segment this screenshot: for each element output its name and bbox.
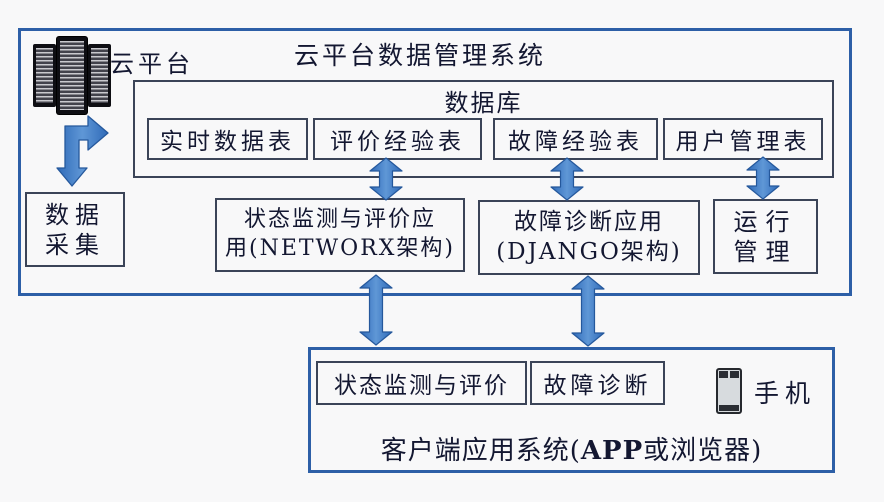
table-evaluation-experience: 评价经验表 <box>313 118 482 160</box>
fault-diagnosis-app-box: 故障诊断应用 (DJANGO架构) <box>478 200 700 275</box>
arrow-db-operation <box>745 156 781 200</box>
arrow-diagnosis-client <box>570 275 606 347</box>
arrow-monitor-client <box>358 274 394 346</box>
database-label: 数据库 <box>444 89 523 117</box>
client-monitor-box: 状态监测与评价 <box>316 361 527 405</box>
table-user-management: 用户管理表 <box>663 118 823 160</box>
table-fault-experience: 故障经验表 <box>493 118 658 160</box>
smartphone-icon <box>716 368 742 414</box>
cloud-platform-box <box>18 28 852 296</box>
phone-label: 手机 <box>754 379 817 408</box>
arrow-db-diagnosis-app <box>549 157 585 201</box>
data-collection-box: 数据 采集 <box>25 192 125 267</box>
cloud-platform-label: 云平台 <box>110 50 194 78</box>
arrow-cloud-datacollection <box>46 114 110 188</box>
client-title-suffix: 或浏览器) <box>643 436 763 466</box>
server-rack-icon <box>33 37 111 115</box>
server-tower-middle <box>57 37 87 114</box>
client-diagnosis-box: 故障诊断 <box>530 361 665 405</box>
server-tower-left <box>33 44 56 107</box>
server-tower-right <box>88 44 111 107</box>
arrow-db-monitor-app <box>368 157 404 201</box>
client-title-prefix: 客户端应用系统( <box>380 436 581 466</box>
operation-management-box: 运行 管理 <box>713 199 818 274</box>
client-system-box <box>308 347 835 473</box>
database-box <box>133 80 834 178</box>
client-title-app: APP <box>580 436 644 466</box>
table-realtime-data: 实时数据表 <box>147 118 308 160</box>
monitor-evaluation-app-box: 状态监测与评价应 用(NETWORX架构) <box>215 198 465 272</box>
cloud-system-title: 云平台数据管理系统 <box>293 41 546 70</box>
client-system-title: 客户端应用系统(APP或浏览器) <box>308 430 835 467</box>
